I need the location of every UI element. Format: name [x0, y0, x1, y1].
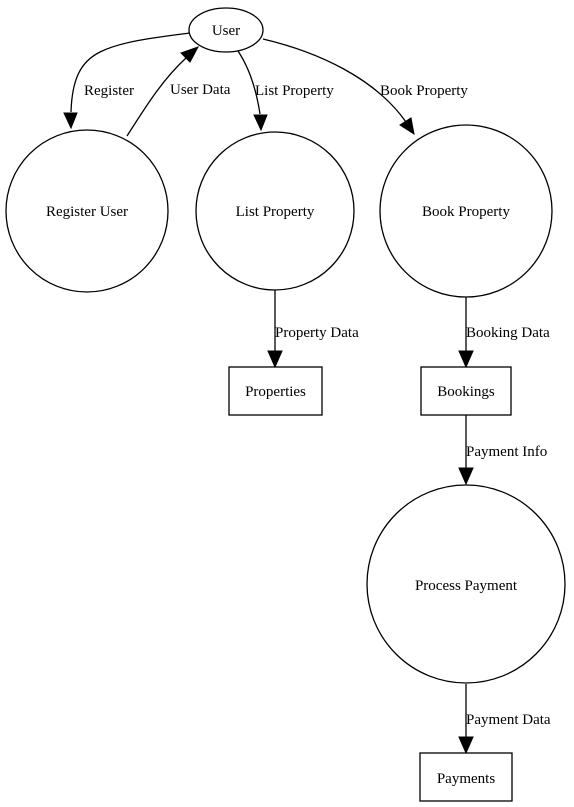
node-label-payments: Payments — [437, 771, 495, 787]
edge-list-property-to-properties — [267, 290, 283, 369]
node-label-user: User — [212, 23, 240, 39]
node-user: User — [188, 7, 264, 53]
node-label-list-property: List Property — [236, 204, 315, 220]
edge-label-book-property: Book Property — [380, 83, 468, 99]
edge-label-payment-data: Payment Data — [466, 712, 551, 728]
node-payments: Payments — [419, 752, 513, 802]
edge-label-booking-data: Booking Data — [466, 325, 550, 341]
edge-process-payment-to-payments — [458, 684, 474, 755]
node-label-bookings: Bookings — [437, 384, 495, 400]
edge-label-register: Register — [84, 83, 134, 99]
node-label-register-user: Register User — [46, 204, 128, 220]
edge-user-to-list-property — [237, 50, 268, 132]
edge-user-to-register-user — [63, 32, 191, 130]
edge-label-list-property: List Property — [255, 83, 334, 99]
edge-book-property-to-bookings — [458, 297, 474, 369]
node-label-properties: Properties — [245, 384, 306, 400]
edge-label-user-data: User Data — [170, 82, 231, 98]
node-label-process-payment: Process Payment — [415, 578, 518, 594]
node-book-property: Book Property — [379, 124, 553, 298]
node-properties: Properties — [228, 366, 323, 416]
edge-register-user-to-user — [126, 46, 200, 137]
edge-user-to-book-property — [262, 38, 415, 136]
node-label-book-property: Book Property — [422, 204, 510, 220]
node-process-payment: Process Payment — [366, 484, 566, 684]
node-list-property: List Property — [195, 131, 355, 291]
node-bookings: Bookings — [420, 366, 512, 416]
node-register-user: Register User — [5, 129, 169, 293]
edge-label-payment-info: Payment Info — [466, 444, 547, 460]
edge-label-property-data: Property Data — [275, 325, 359, 341]
edge-bookings-to-process-payment — [458, 415, 474, 486]
